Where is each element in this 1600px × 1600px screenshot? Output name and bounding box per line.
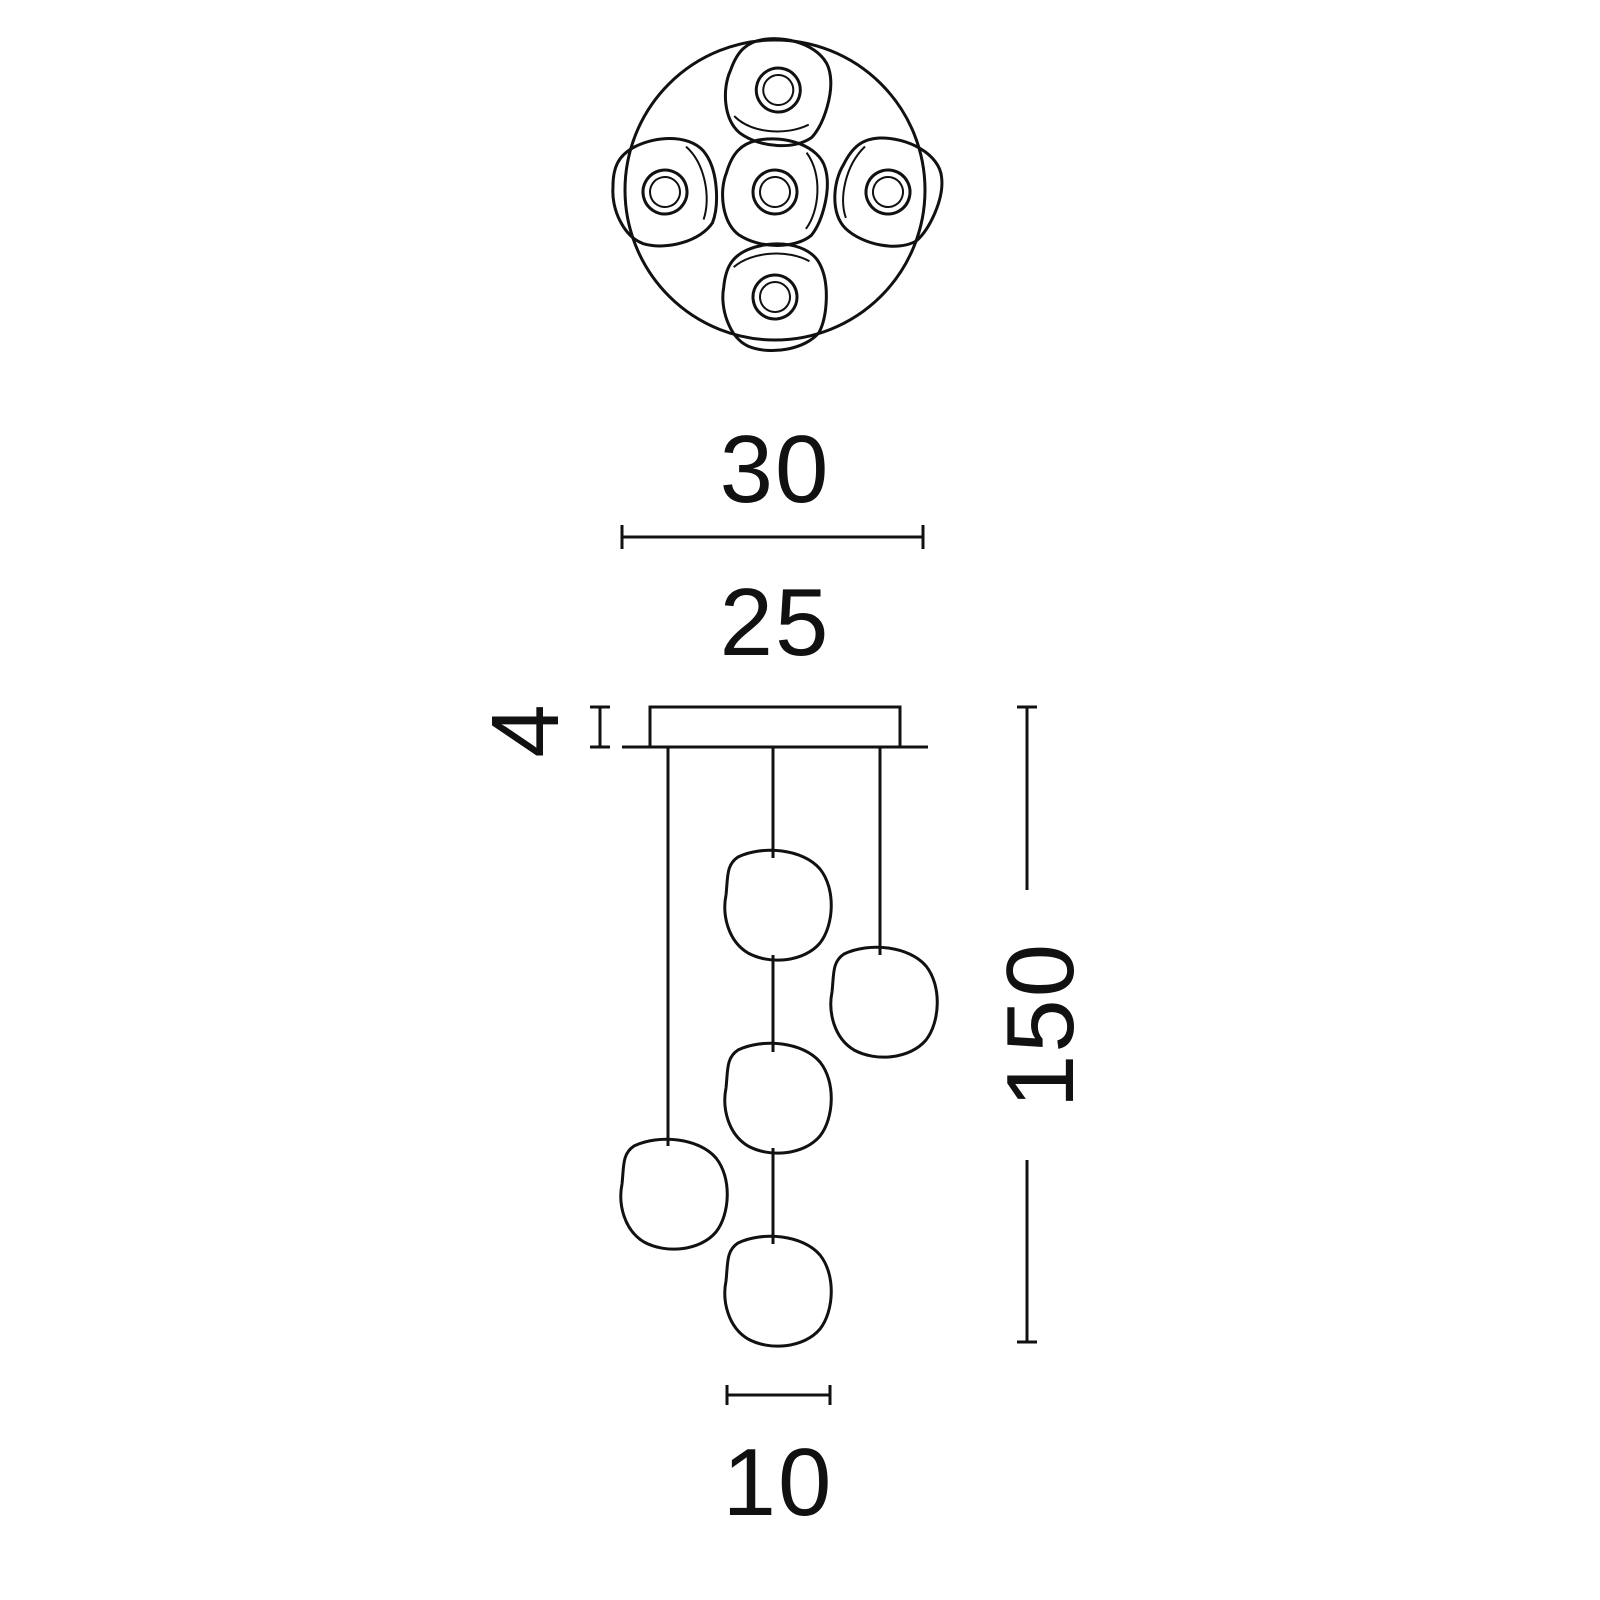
dimension-height: 150 (987, 705, 1094, 1344)
top-shade-center (716, 133, 833, 252)
dimension-shade: 10 (723, 1385, 834, 1536)
top-shade-west (601, 127, 729, 257)
dimension-width-outer: 30 (720, 416, 831, 523)
top-view (601, 30, 954, 358)
dimension-width-canopy: 25 (720, 569, 831, 676)
top-shade-east (822, 125, 954, 259)
shade-right-1 (829, 945, 939, 1059)
dimension-shade-diameter: 10 (723, 1429, 834, 1536)
dimension-width: 30 25 (620, 416, 925, 676)
top-shade-south (715, 237, 834, 358)
top-shade-north (717, 30, 839, 154)
shade-center-3 (723, 1234, 833, 1348)
shade-center-2 (723, 1041, 833, 1155)
shade-center-1 (723, 848, 833, 962)
canopy-side (648, 705, 902, 749)
canopy-outline-top (623, 38, 927, 342)
dimension-total-height: 150 (987, 942, 1094, 1108)
dimension-canopy-height: 4 (472, 702, 579, 757)
side-view: 4 (472, 702, 939, 1348)
shade-left-1 (619, 1137, 729, 1251)
